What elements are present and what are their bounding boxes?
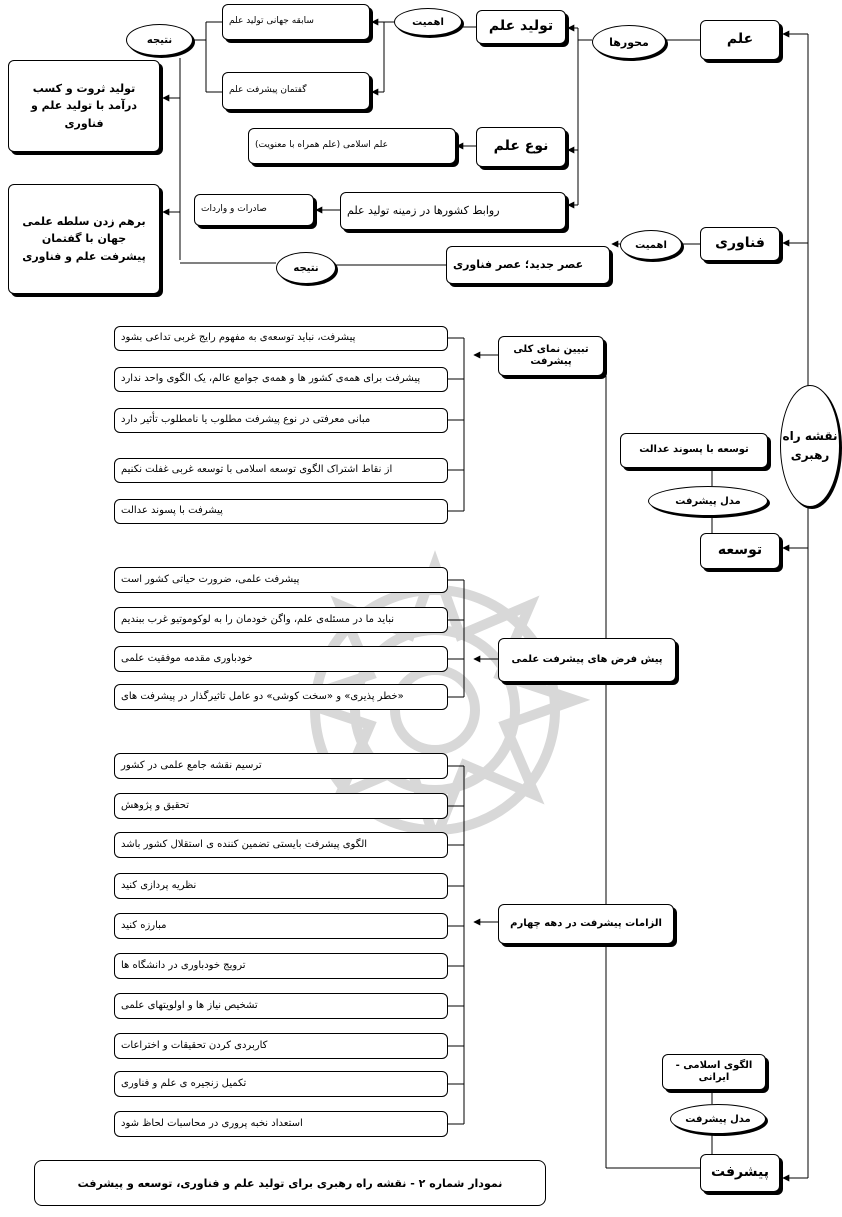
requirement-item: نظریه پردازی کنید: [114, 873, 448, 899]
development-model-ellipse: مدل پیشرفت: [648, 486, 768, 516]
overview-item: پیشرفت برای همه‌ی کشور ها و همه‌ی جوامع …: [114, 367, 448, 392]
presuppositions-title-box: پیش فرض های پیشرفت علمی: [498, 638, 676, 682]
overview-item: از نقاط اشتراک الگوی توسعه اسلامی با توس…: [114, 458, 448, 483]
justice-development-box: توسعه با پسوند عدالت: [620, 433, 768, 468]
discourse-box: گفتمان پیشرفت علم: [222, 72, 370, 110]
importance-ellipse-technology: اهمیت: [620, 230, 682, 260]
result-ellipse-science: نتیجه: [126, 24, 193, 56]
presupposition-item: پیشرفت علمی، ضرورت حیاتی کشور است: [114, 567, 448, 593]
pillar-progress: پیشرفت: [700, 1154, 780, 1192]
islamic-science-box: علم اسلامی (علم همراه با معنویت): [248, 128, 456, 164]
islamic-iranian-model-box: الگوی اسلامی - ایرانی: [662, 1054, 766, 1090]
relations-box: روابط کشورها در زمینه تولید علم: [340, 192, 566, 230]
pillar-development: توسعه: [700, 533, 780, 569]
requirement-item: تکمیل زنجیره ی علم و فناوری: [114, 1071, 448, 1097]
science-type-box: نوع علم: [476, 127, 566, 167]
overview-item: مبانی معرفتی در نوع پیشرفت مطلوب یا نامط…: [114, 408, 448, 433]
requirements-title-box: الزامات پیشرفت در دهه چهارم: [498, 904, 674, 944]
importance-ellipse-science: اهمیت: [394, 8, 462, 36]
presupposition-item: خودباوری مقدمه موفقیت علمی: [114, 646, 448, 672]
progress-model-ellipse: مدل پیشرفت: [670, 1104, 766, 1134]
hub-ellipse: نقشه راه رهبری: [780, 385, 840, 507]
requirement-item: کاربردی کردن تحقیقات و اختراعات: [114, 1033, 448, 1059]
result-box-dominance: برهم زدن سلطه علمی جهان با گفتمان پیشرفت…: [8, 184, 160, 294]
result-ellipse-technology: نتیجه: [276, 252, 336, 284]
new-era-box: عصر جدید؛ عصر فناوری: [446, 246, 610, 284]
history-box: سابقه جهانی تولید علم: [222, 4, 370, 40]
presupposition-item: نباید ما در مسئله‌ی علم، واگن خودمان را …: [114, 607, 448, 633]
overview-item: پیشرفت با پسوند عدالت: [114, 499, 448, 524]
requirement-item: ترسیم نقشه جامع علمی در کشور: [114, 753, 448, 779]
requirement-item: الگوی پیشرفت بایستی تضمین کننده ی استقلا…: [114, 832, 448, 858]
overview-title-box: تبیین نمای کلی پیشرفت: [498, 336, 604, 376]
figure-caption: نمودار شماره ۲ - نقشه راه رهبری برای تول…: [34, 1160, 546, 1206]
requirement-item: ترویج خودباوری در دانشگاه ها: [114, 953, 448, 979]
requirement-item: تحقیق و پژوهش: [114, 793, 448, 819]
requirement-item: مبارزه کنید: [114, 913, 448, 939]
requirement-item: استعداد نخبه پروری در محاسبات لحاظ شود: [114, 1111, 448, 1137]
pillar-science: علم: [700, 20, 780, 60]
axes-ellipse: محورها: [592, 25, 666, 59]
trade-box: صادرات و واردات: [194, 194, 314, 226]
science-production-box: تولید علم: [476, 10, 566, 44]
result-box-wealth: تولید ثروت و کسب درآمد با تولید علم و فن…: [8, 60, 160, 152]
requirement-item: تشخیص نیاز ها و اولویتهای علمی: [114, 993, 448, 1019]
overview-item: پیشرفت، نباید توسعه‌ی به مفهوم رایج غربی…: [114, 326, 448, 351]
presupposition-item: «خطر پذیری» و «سخت کوشی» دو عامل تاثیرگذ…: [114, 684, 448, 710]
pillar-technology: فناوری: [700, 227, 780, 261]
